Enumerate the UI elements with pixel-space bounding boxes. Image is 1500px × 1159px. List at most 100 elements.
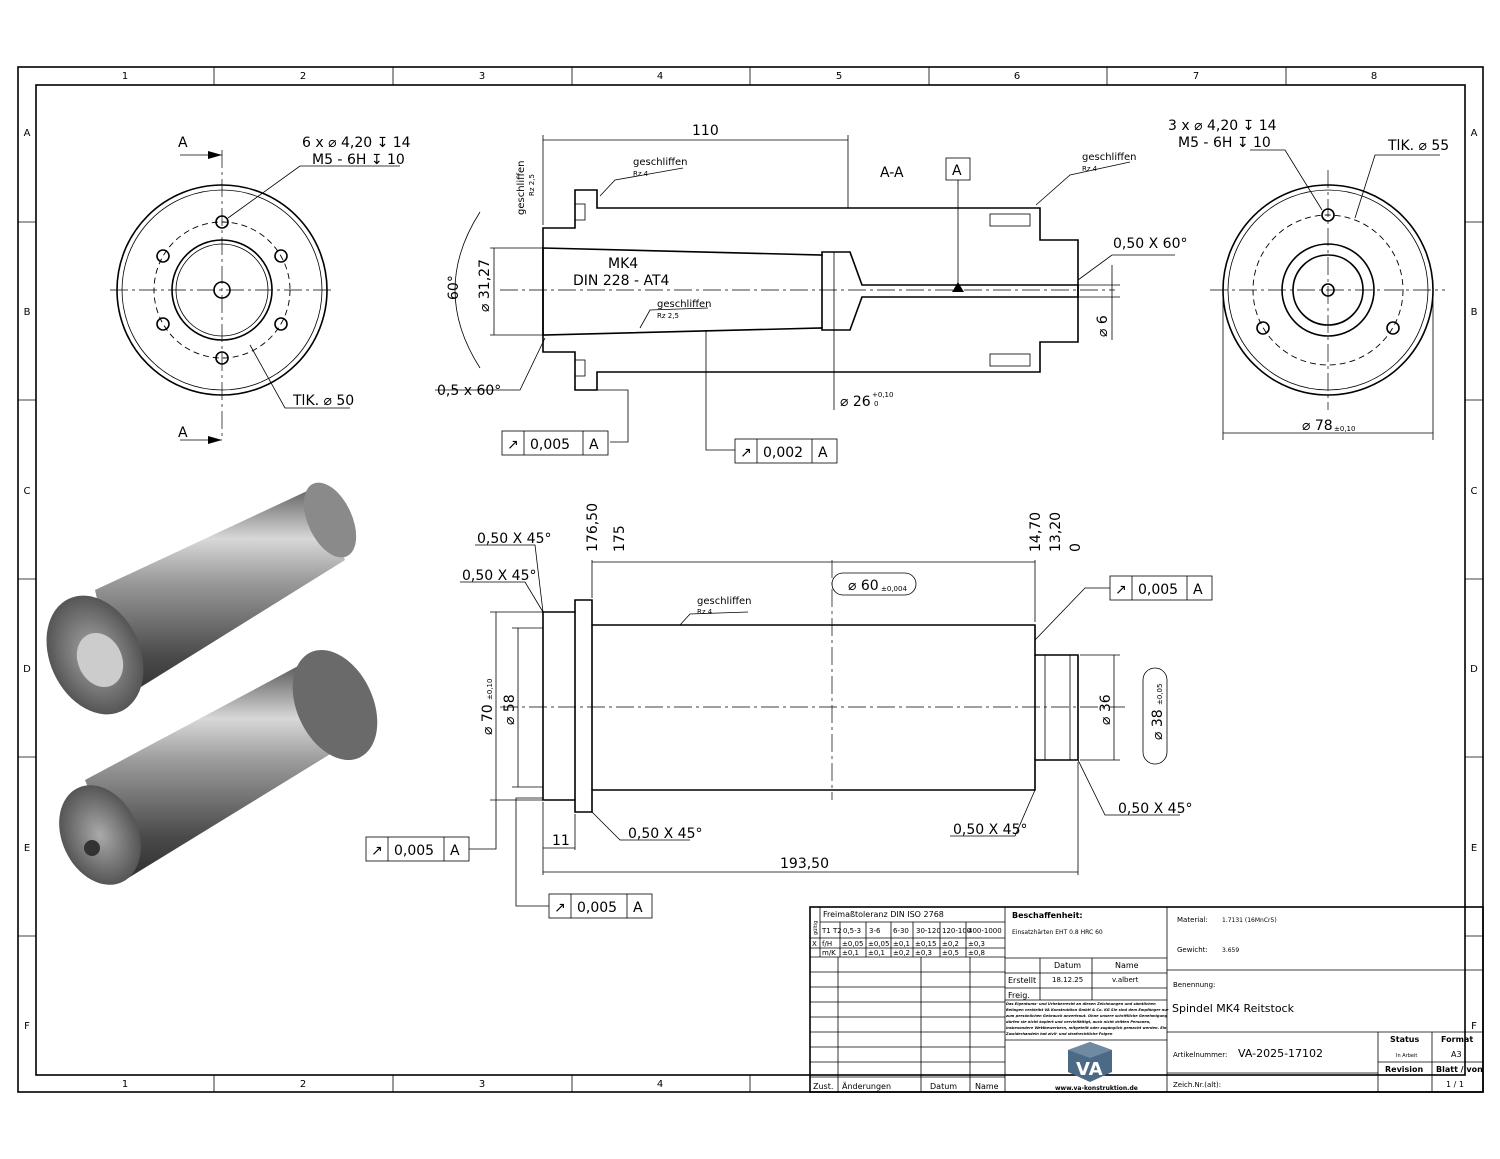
zone-col-2: 2 <box>300 71 306 82</box>
tol-cell: ±0,8 <box>968 949 985 957</box>
tol-header: 6-30 <box>893 927 909 935</box>
zone-row-b: B <box>24 307 31 318</box>
gdt-value: 0,005 <box>577 900 617 916</box>
zone-row-e: E <box>24 843 30 854</box>
zone-col-1: 1 <box>122 71 128 82</box>
dim-dia-70: ⌀ 70 <box>480 704 496 735</box>
ground-note-3: geschliffen <box>516 161 527 215</box>
runout-symbol: ↗ <box>740 445 752 461</box>
copyright-line: Das Eigentums- und Urheberrecht an diese… <box>1006 1002 1156 1006</box>
zone-col-bottom-1: 1 <box>122 1079 128 1090</box>
date-header: Datum <box>1054 961 1081 970</box>
zone-row-a-right: A <box>1471 128 1478 139</box>
hole-callout-right: 3 x ⌀ 4,20 ↧ 14 <box>1168 118 1277 134</box>
left-end-view: A A 6 x ⌀ 4,20 ↧ 14 M5 - 6H ↧ 10 TlK. ⌀ … <box>110 135 411 444</box>
chamfer-5: 0,50 X 45° <box>1118 801 1192 817</box>
gdt-value: 0,002 <box>763 445 803 461</box>
ground-note-side: geschliffen <box>697 596 751 607</box>
section-mark-bottom: A <box>178 425 188 441</box>
gdt-ref: A <box>589 437 599 453</box>
weight-label: Gewicht: <box>1177 946 1208 954</box>
zone-row-f-right: F <box>1471 1021 1477 1032</box>
tol-cell: ±0,3 <box>968 940 985 948</box>
tolerance-check-mark: X <box>812 940 817 948</box>
chamfer-3: 0,50 X 45° <box>628 826 702 842</box>
ground-note-4: geschliffen <box>1082 152 1136 163</box>
valid-label: gültig <box>813 921 819 935</box>
section-mark-top: A <box>178 135 188 151</box>
part-name: Spindel MK4 Reitstock <box>1172 1002 1295 1015</box>
zone-col-bottom-4: 4 <box>657 1079 663 1090</box>
isometric-render-top <box>46 482 357 715</box>
tol-cell: m/K <box>822 949 836 957</box>
material-label: Material: <box>1177 916 1208 924</box>
ground-note-2: geschliffen <box>657 299 711 310</box>
finish-value: Einsatzhärten EHT 0.8 HRC 60 <box>1012 929 1103 936</box>
gdt-ref: A <box>818 445 828 461</box>
roughness-2: Rz 2,5 <box>657 312 679 320</box>
chamfer-1: 0,50 X 45° <box>477 531 551 547</box>
tol-cell: ±0,1 <box>868 949 885 957</box>
status-value: In Arbeit <box>1396 1053 1417 1059</box>
runout-symbol: ↗ <box>554 900 566 916</box>
pcd-callout: TlK. ⌀ 50 <box>292 393 354 409</box>
zone-col-bottom-2: 2 <box>300 1079 306 1090</box>
roughness-side: Rz 4 <box>697 608 713 616</box>
chamfer-4: 0,50 X 45° <box>953 822 1027 838</box>
zone-col-3: 3 <box>479 71 485 82</box>
tol-cell: ±0,15 <box>915 940 936 948</box>
right-end-view: 3 x ⌀ 4,20 ↧ 14 M5 - 6H ↧ 10 TlK. ⌀ 55 ⌀… <box>1168 118 1449 440</box>
copyright-line: zum persönlichen Gebrauch anvertraut. Oh… <box>1005 1014 1168 1018</box>
copyright-line: Beilagen verbleibt VA Konstruktion GmbH … <box>1006 1008 1169 1012</box>
dim-dia-38-tol: ±0,05 <box>1156 684 1164 705</box>
zone-col-7: 7 <box>1193 71 1199 82</box>
section-title: A-A <box>880 165 904 181</box>
tol-cell: f/H <box>822 940 832 948</box>
created-date: 18.12.25 <box>1052 976 1083 984</box>
taper-label: MK4 <box>608 256 638 272</box>
dim-13-20: 13,20 <box>1048 512 1064 552</box>
rev-header-name: Name <box>975 1082 999 1091</box>
zone-col-8: 8 <box>1371 71 1377 82</box>
zone-row-a: A <box>24 128 31 139</box>
thread-callout: M5 - 6H ↧ 10 <box>312 152 405 168</box>
hole-callout: 6 x ⌀ 4,20 ↧ 14 <box>302 135 411 151</box>
dim-dia-58: ⌀ 58 <box>502 694 518 725</box>
roughness-1: Rz 4 <box>633 170 649 178</box>
company-website[interactable]: www.va-konstruktion.de <box>1055 1085 1138 1092</box>
old-drawing-number-label: Zeich.Nr.(alt): <box>1173 1081 1221 1089</box>
dim-dia-78: ⌀ 78 <box>1302 418 1333 434</box>
format-value: A3 <box>1451 1050 1462 1059</box>
revision-label: Revision <box>1385 1065 1424 1074</box>
weight-value: 3.659 <box>1222 947 1239 954</box>
tol-cell: ±0,2 <box>893 949 910 957</box>
dim-dia-6: ⌀ 6 <box>1095 315 1111 337</box>
runout-symbol: ↗ <box>1115 582 1127 598</box>
tol-header: 400-1000 <box>968 927 1002 935</box>
zone-row-c-right: C <box>1471 486 1478 497</box>
format-label: Format <box>1441 1035 1473 1044</box>
gdt-frame-2: ↗ 0,002 A <box>734 438 838 464</box>
dim-dia-60-tol: ±0,004 <box>881 585 907 593</box>
dim-14-70: 14,70 <box>1028 512 1044 552</box>
dim-dia-36: ⌀ 36 <box>1098 694 1114 725</box>
dim-length-110: 110 <box>692 123 719 139</box>
gdt-value: 0,005 <box>1138 582 1178 598</box>
ground-note-1: geschliffen <box>633 157 687 168</box>
pcd-callout-right: TlK. ⌀ 55 <box>1387 138 1449 154</box>
taper-standard: DIN 228 - AT4 <box>573 273 670 289</box>
dim-total-193-50: 193,50 <box>780 856 829 872</box>
sheet-value: 1 / 1 <box>1446 1080 1464 1089</box>
tol-header: T1 T2 <box>821 927 842 935</box>
zone-col-6: 6 <box>1014 71 1020 82</box>
tolerance-title: Freimaßtoleranz DIN ISO 2768 <box>823 910 944 919</box>
zone-row-f: F <box>24 1021 30 1032</box>
zone-col-bottom-3: 3 <box>479 1079 485 1090</box>
created-name: v.albert <box>1112 976 1139 984</box>
zone-row-d: D <box>23 664 31 675</box>
tol-header: 0,5-3 <box>843 927 861 935</box>
angle-60: 60° <box>446 275 462 300</box>
